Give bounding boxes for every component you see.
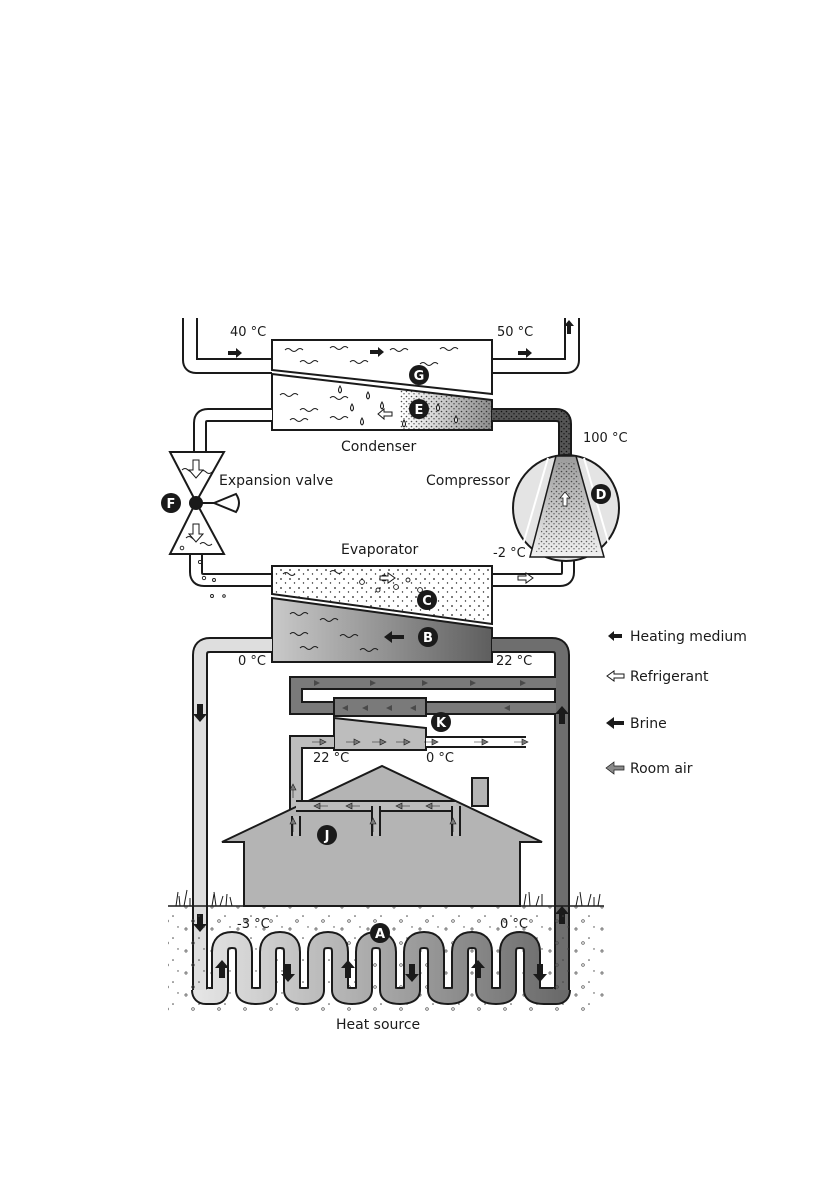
marker-d: D	[591, 484, 611, 504]
svg-text:F: F	[167, 497, 176, 512]
temp-ground-out: 0 °C	[500, 917, 528, 932]
svg-text:A: A	[375, 927, 385, 942]
legend-brine: Brine	[606, 716, 667, 732]
svg-text:E: E	[415, 403, 424, 418]
legend: Heating medium Refrigerant Brine Room ai…	[606, 629, 747, 777]
svg-text:Heating medium: Heating medium	[630, 629, 747, 645]
svg-text:D: D	[596, 488, 607, 503]
marker-c: C	[417, 590, 437, 610]
svg-text:J: J	[324, 829, 330, 844]
marker-k: K	[431, 712, 451, 732]
svg-text:C: C	[422, 594, 432, 609]
heating-medium-arrow-icon	[608, 631, 622, 641]
compressor-label: Compressor	[426, 473, 510, 489]
legend-heating-medium: Heating medium	[608, 629, 747, 645]
room-air-arrow-icon	[606, 762, 624, 774]
temp-room-exhaust: 0 °C	[426, 751, 454, 766]
expansion-valve-label: Expansion valve	[219, 473, 333, 489]
condenser-label: Condenser	[341, 439, 416, 455]
temp-brine-out: 22 °C	[496, 654, 532, 669]
svg-text:Brine: Brine	[630, 716, 667, 732]
marker-b: B	[418, 627, 438, 647]
temp-compressor-out: 100 °C	[583, 431, 628, 446]
evaporator-label: Evaporator	[341, 542, 419, 558]
house	[222, 766, 542, 906]
marker-j: J	[317, 825, 337, 845]
condenser-unit: 40 °C 50 °C Condenser	[190, 318, 574, 455]
brine-arrow-icon	[606, 717, 624, 729]
temp-ground-in: -3 °C	[237, 917, 270, 932]
svg-text:G: G	[414, 369, 425, 384]
temp-room-supply: 22 °C	[313, 751, 349, 766]
valve-pivot	[189, 496, 203, 510]
marker-f: F	[161, 493, 181, 513]
temp-evaporator-out: -2 °C	[493, 546, 526, 561]
svg-text:K: K	[436, 716, 447, 731]
svg-text:B: B	[423, 631, 433, 646]
heat-source-label: Heat source	[336, 1017, 420, 1033]
refrigerant-arrow-icon	[607, 671, 624, 681]
temp-condenser-in: 40 °C	[230, 325, 266, 340]
marker-a: A	[370, 923, 390, 943]
legend-refrigerant: Refrigerant	[607, 669, 709, 685]
valve-sensor-bulb	[214, 494, 239, 512]
marker-e: E	[409, 399, 429, 419]
temp-brine-in: 0 °C	[238, 654, 266, 669]
expansion-valve: Expansion valve	[170, 452, 333, 554]
svg-text:Refrigerant: Refrigerant	[630, 669, 709, 685]
ground: -3 °C 0 °C Heat source	[168, 890, 604, 1033]
svg-text:Room air: Room air	[630, 761, 693, 777]
temp-condenser-out: 50 °C	[497, 325, 533, 340]
marker-g: G	[409, 365, 429, 385]
legend-room-air: Room air	[606, 761, 693, 777]
